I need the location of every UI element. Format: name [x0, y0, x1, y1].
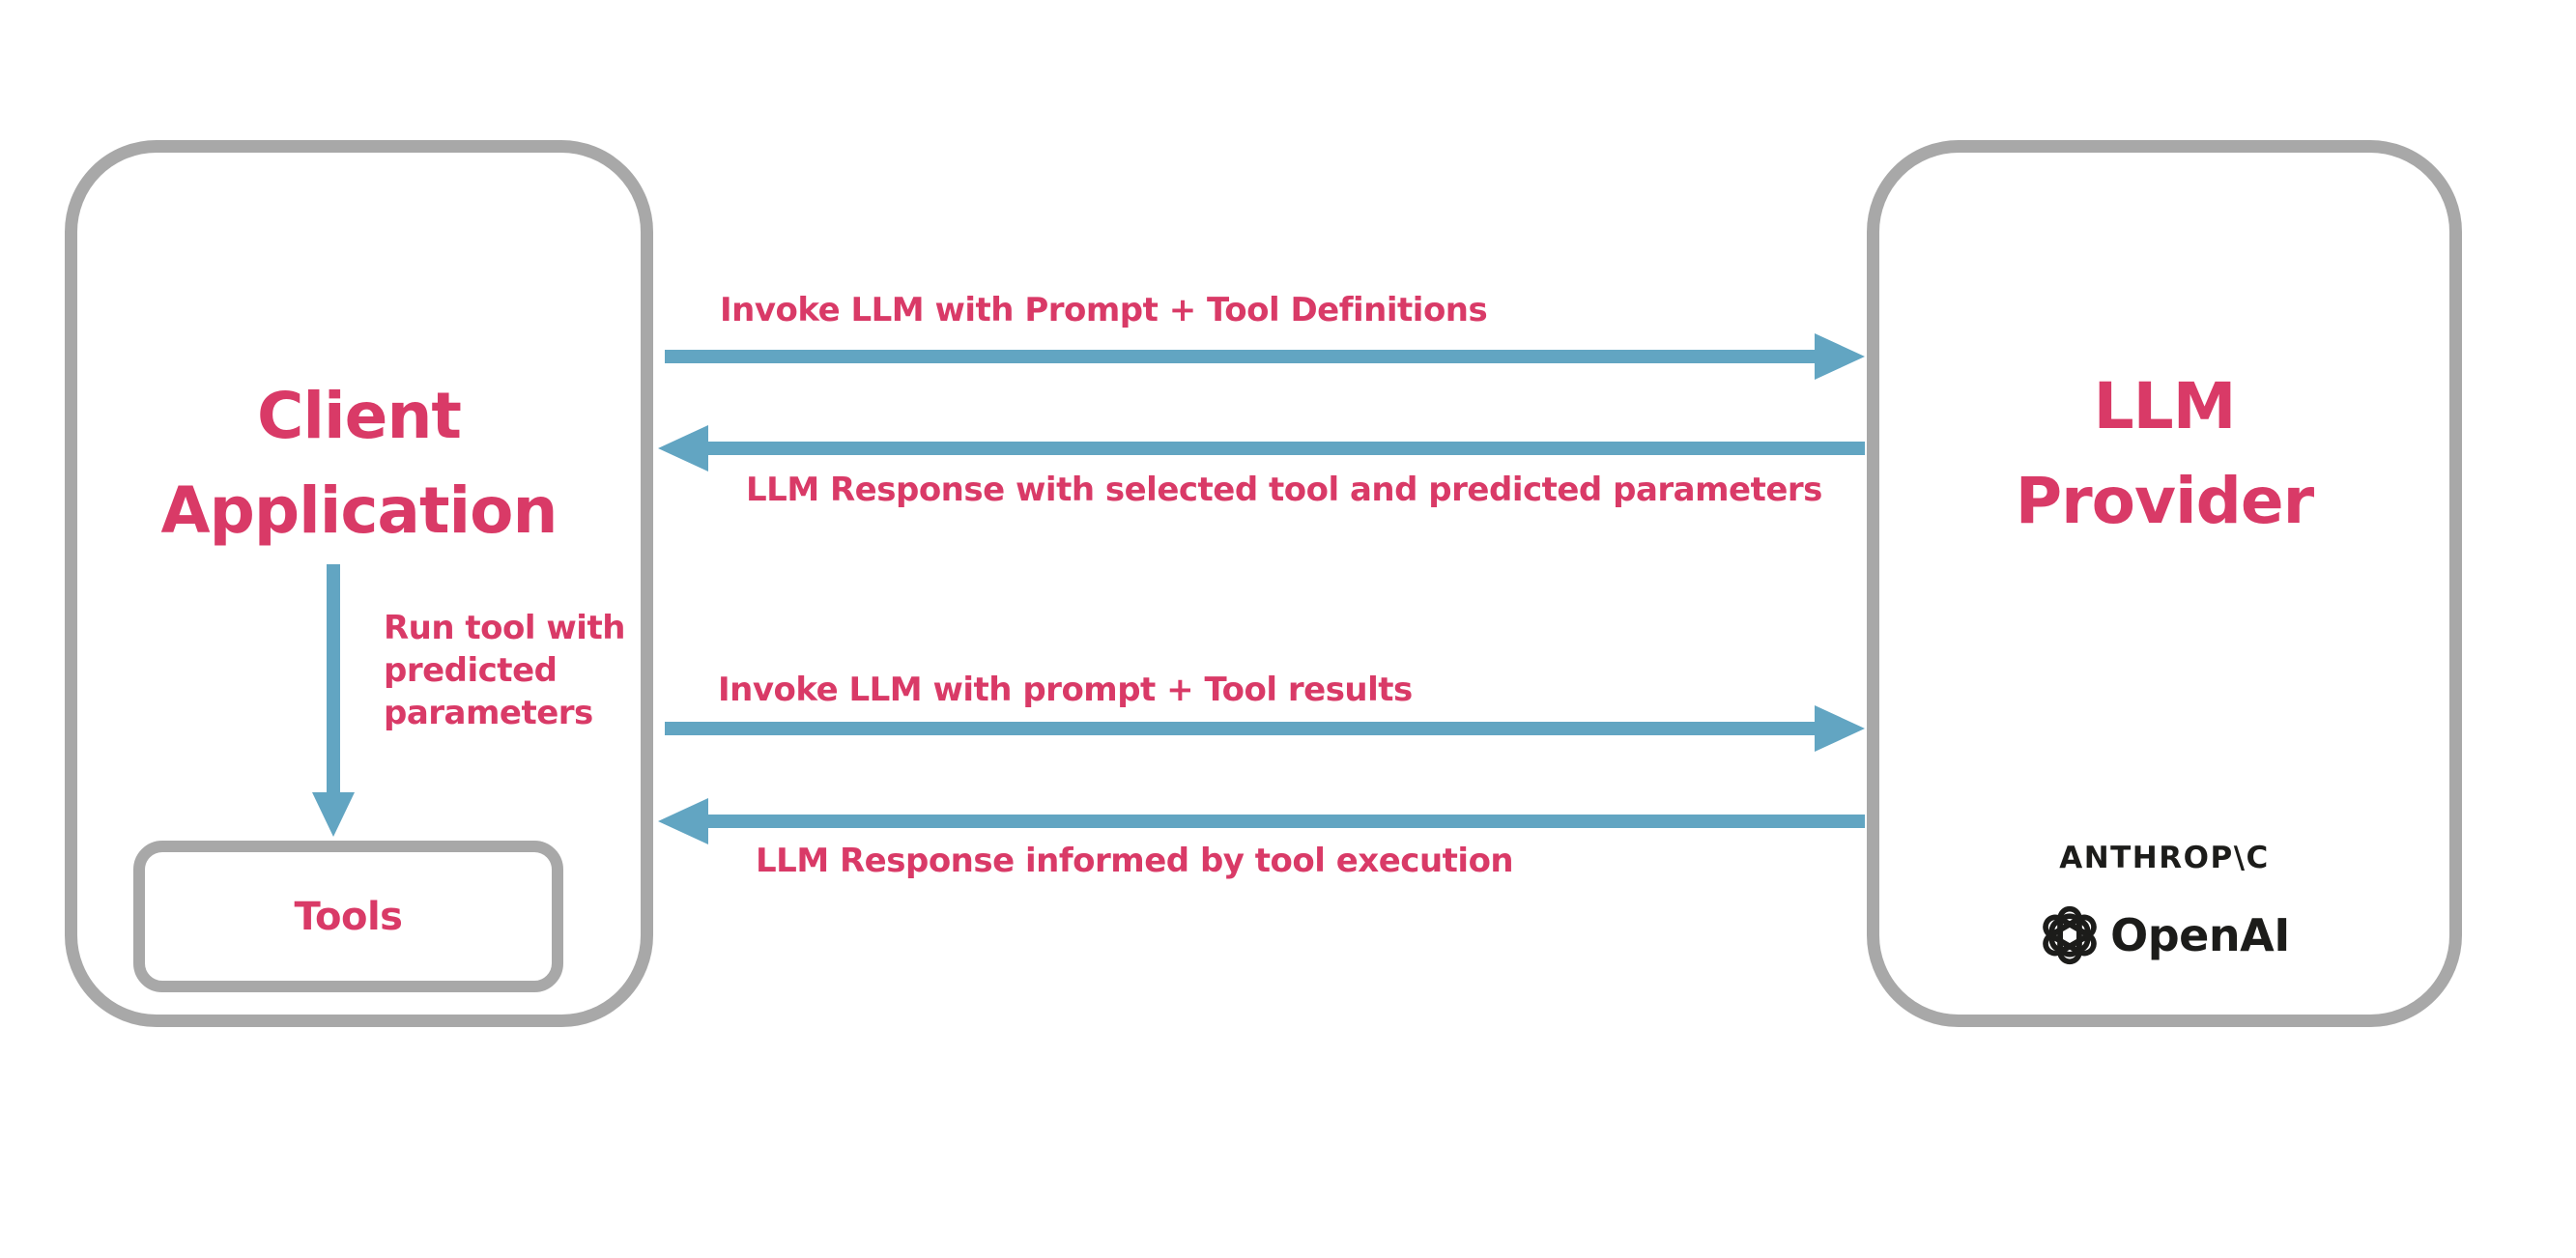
flow-arrow-4-shaft [708, 815, 1865, 828]
flow-arrow-2-shaft [708, 442, 1865, 455]
llm-provider-title: LLM Provider [1867, 359, 2462, 549]
llm-title-line1: LLM [2093, 369, 2237, 443]
run-tool-label: Run tool with predicted parameters [384, 609, 625, 732]
flow-arrow-4-left-head-icon [658, 798, 708, 844]
run-tool-arrow-head-icon [312, 792, 355, 837]
flow-arrow-3-shaft [665, 722, 1815, 735]
llm-title-line2: Provider [2015, 464, 2314, 538]
anthropic-logo: ANTHROP\C [2059, 841, 2270, 875]
flow-label-invoke-tool-results: Invoke LLM with prompt + Tool results [718, 671, 1413, 709]
llm-provider-box [1867, 140, 2462, 1027]
flow-arrow-1-shaft [665, 350, 1815, 363]
client-application-box [65, 140, 653, 1027]
tools-box: Tools [133, 841, 563, 992]
flow-label-response-selected-tool: LLM Response with selected tool and pred… [746, 471, 1822, 509]
flow-label-invoke-definitions: Invoke LLM with Prompt + Tool Definition… [720, 291, 1488, 329]
flow-arrow-2-left-head-icon [658, 425, 708, 472]
flow-arrow-3-right-head-icon [1815, 705, 1865, 752]
client-title-line2: Application [160, 473, 558, 548]
openai-logo: OpenAI [1867, 899, 2462, 972]
tools-label: Tools [294, 894, 403, 939]
client-title-line1: Client [257, 379, 462, 453]
run-tool-arrow-shaft [327, 564, 340, 792]
openai-wordmark: OpenAI [2110, 909, 2290, 961]
flow-label-response-tool-execution: LLM Response informed by tool execution [756, 842, 1514, 880]
client-application-title: Client Application [65, 369, 653, 558]
openai-knot-icon [2043, 905, 2097, 965]
flow-arrow-1-right-head-icon [1815, 333, 1865, 380]
